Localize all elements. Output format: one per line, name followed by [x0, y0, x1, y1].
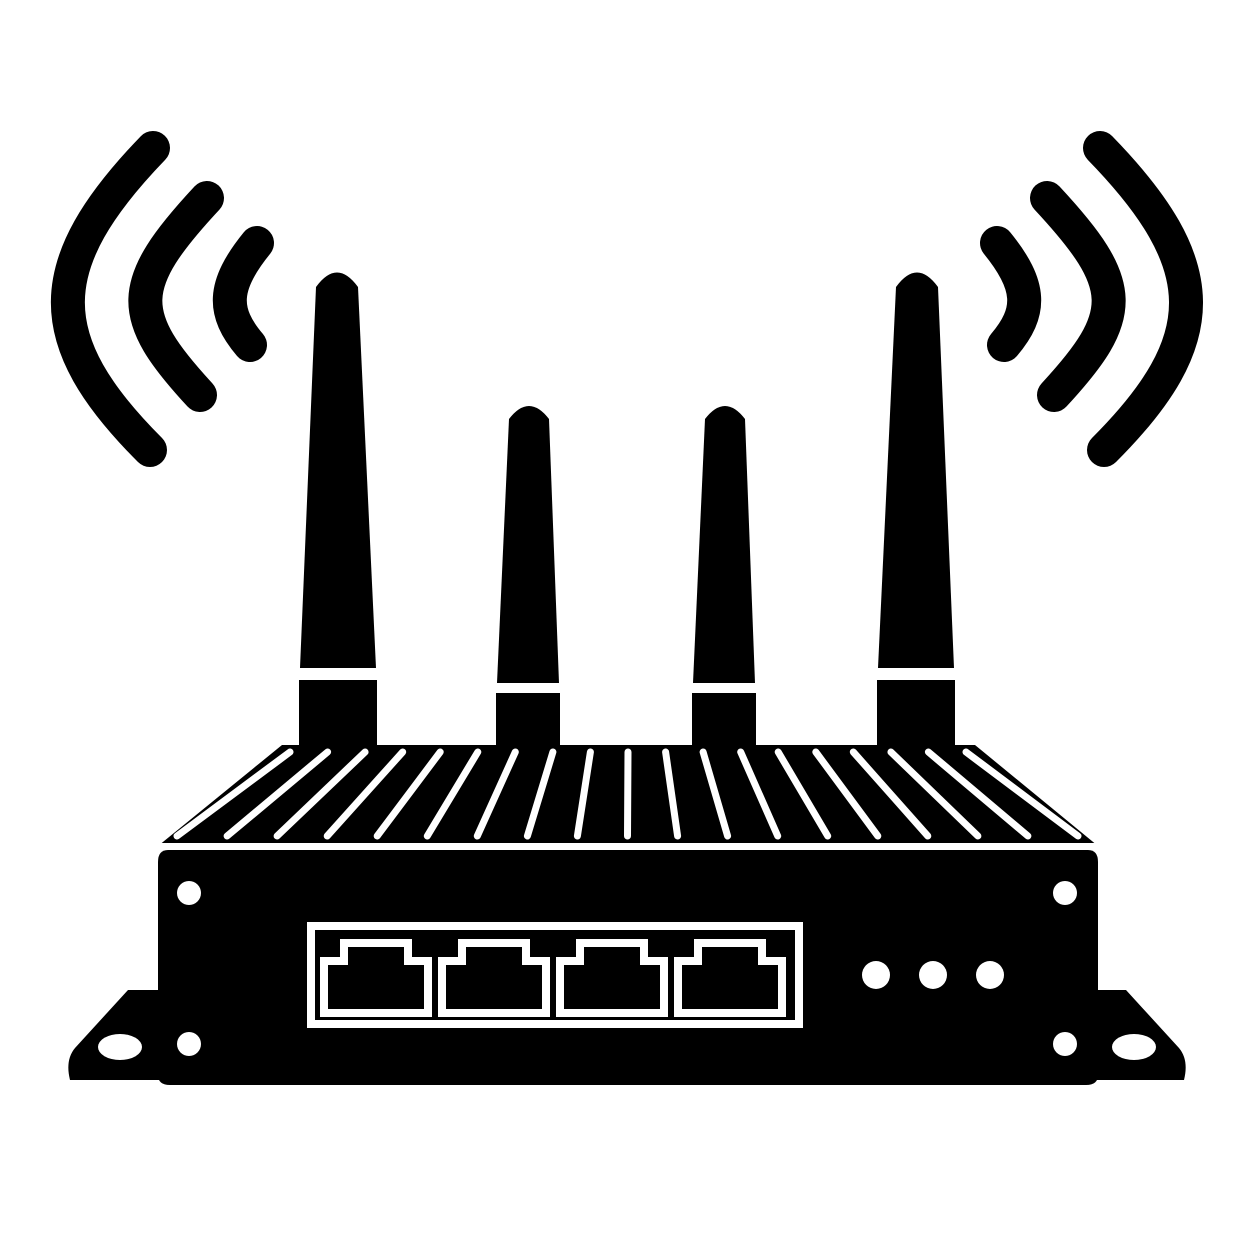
ethernet-port	[438, 939, 550, 1017]
status-led-3	[976, 961, 1004, 989]
signal-wave-right-inner	[980, 226, 1042, 362]
signal-waves-left	[50, 131, 274, 467]
heatsink-fin	[849, 748, 932, 840]
heatsink-fin	[473, 748, 519, 840]
screw-bottom-left	[177, 1032, 201, 1056]
heatsink-fin	[887, 748, 982, 840]
status-led-1	[862, 961, 890, 989]
ethernet-port	[674, 939, 786, 1017]
signal-waves-right	[980, 131, 1203, 467]
heatsink-fin	[373, 748, 444, 840]
mounting-hole-left	[98, 1034, 142, 1060]
antenna-1	[299, 272, 377, 745]
heatsink-fin	[699, 748, 732, 840]
heatsink-fin	[774, 748, 832, 840]
heatsink-fin	[273, 748, 369, 840]
status-led-2	[919, 961, 947, 989]
heatsink-fins	[173, 748, 1082, 840]
antenna-4	[877, 272, 955, 745]
screw-top-right	[1053, 881, 1077, 905]
antenna-3	[692, 406, 756, 745]
heatsink-fin	[573, 748, 594, 840]
screw-top-left	[177, 881, 201, 905]
heatsink-fin	[173, 748, 294, 840]
signal-wave-left-inner	[212, 226, 274, 362]
signal-wave-right-middle	[1030, 181, 1126, 412]
mounting-hole-right	[1112, 1034, 1156, 1060]
signal-wave-right-outer	[1083, 131, 1203, 467]
heatsink-fin	[812, 748, 882, 840]
signal-wave-left-middle	[128, 181, 224, 412]
router-body	[68, 745, 1186, 1085]
heatsink-fin	[737, 748, 782, 840]
antennas	[299, 272, 955, 745]
ethernet-port	[320, 939, 432, 1017]
screw-bottom-right	[1053, 1032, 1077, 1056]
heatsink-fin	[662, 748, 682, 840]
heatsink-fin	[523, 748, 557, 840]
antenna-2	[496, 406, 560, 745]
heatsink-fin	[624, 748, 632, 840]
ethernet-ports	[320, 939, 786, 1017]
heatsink-fin	[423, 748, 482, 840]
heatsink-fin	[223, 748, 332, 840]
heatsink-fin	[924, 748, 1032, 840]
status-leds	[862, 961, 1004, 989]
ethernet-port	[556, 939, 668, 1017]
heatsink-fin	[323, 748, 407, 840]
heatsink-fin	[962, 748, 1082, 840]
signal-wave-left-outer	[50, 131, 170, 467]
